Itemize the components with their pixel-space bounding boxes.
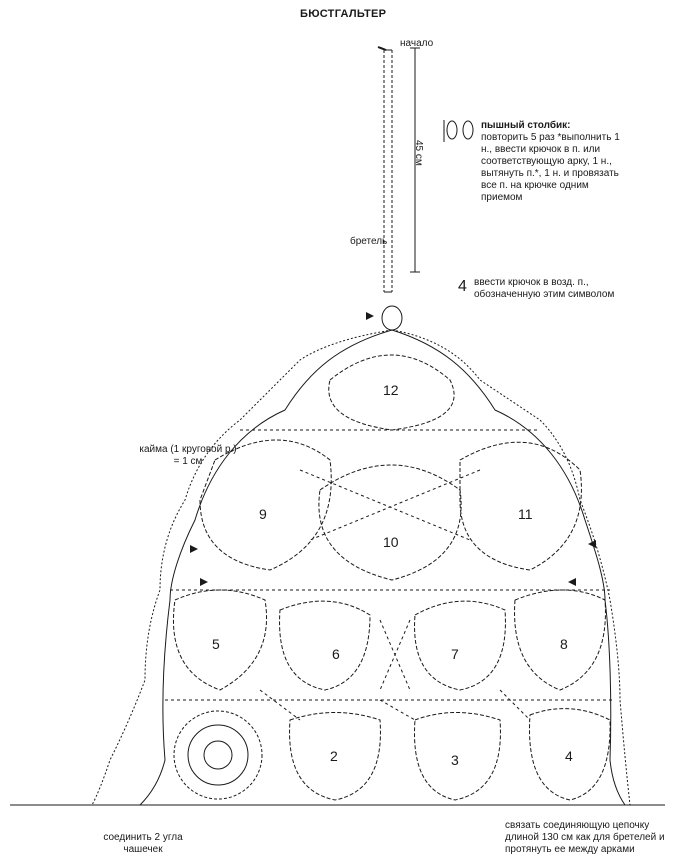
strap-length-label: 45 см (413, 140, 424, 166)
motif-number-5: 5 (212, 636, 220, 652)
motif-number-12: 12 (383, 382, 399, 398)
insert-symbol-number: 4 (458, 278, 467, 295)
border-label: кайма (1 круговой р.) = 1 см (139, 444, 237, 467)
tie-chain-label: связать соединяющую цепочку длиной 130 с… (505, 820, 665, 855)
motif-number-4: 4 (565, 748, 573, 764)
strap-attachment (381, 305, 403, 331)
join-corners-label: соединить 2 угла чашечек (103, 832, 183, 855)
insert-legend-text: ввести крючок в возд. п., обозначенную э… (474, 277, 615, 300)
puff-stitch-title: пышный столбик: (481, 120, 571, 131)
motif-number-9: 9 (259, 506, 267, 522)
motif-number-3: 3 (451, 752, 459, 768)
puff-stitch-text: повторить 5 раз *выполнить 1 н., ввести … (481, 132, 620, 203)
motif-number-2: 2 (330, 748, 338, 764)
motif-number-7: 7 (451, 646, 459, 662)
strap-label: бретель (350, 236, 388, 247)
motif-number-11: 11 (518, 506, 533, 522)
motif-outlines (173, 354, 611, 801)
strap-chain (377, 46, 420, 293)
cup-outline (10, 329, 665, 806)
motif-number-8: 8 (560, 636, 568, 652)
puff-stitch-legend: пышный столбик: повторить 5 раз *выполни… (481, 120, 631, 204)
border-scallops (91, 329, 631, 806)
puff-stitch-symbols (443, 120, 474, 142)
diagram-title: БЮСТГАЛЬТЕР (300, 8, 387, 20)
connecting-chains (165, 429, 612, 721)
flower-motif (173, 710, 263, 800)
start-label: начало (400, 38, 434, 49)
motif-number-6: 6 (332, 646, 340, 662)
motif-number-10: 10 (383, 534, 399, 550)
insertion-markers (190, 312, 596, 586)
